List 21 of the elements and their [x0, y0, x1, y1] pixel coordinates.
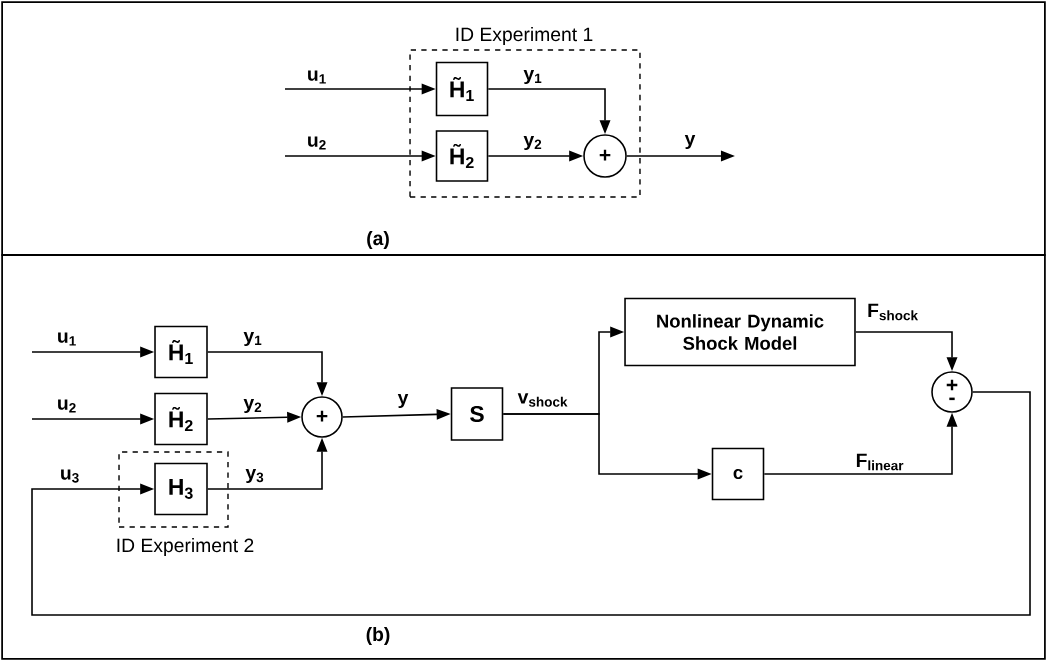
block-box: H$_{3}$: [154, 462, 208, 516]
summing-junction: +: [583, 134, 627, 178]
edge-label: v$_{shock}$: [516, 392, 570, 408]
node-label: ID Experiment 1: [456, 26, 593, 45]
edge-label: y$_{2}$: [242, 398, 264, 414]
block-box: H̃$_{2}$: [435, 130, 489, 182]
block-box: c: [711, 447, 765, 501]
block-box: H̃$_{1}$: [435, 61, 489, 117]
block-box: H̃$_{1}$: [154, 325, 208, 379]
block-box: Nonlinear Dynamic Shock Model: [624, 297, 856, 367]
edge-label: y$_{1}$: [522, 69, 544, 85]
node-label: ID Experiment 2: [117, 537, 254, 556]
signal-arrow: [31, 391, 1031, 616]
block-box: H̃$_{2}$: [154, 392, 208, 446]
summing-junction: + -: [931, 371, 973, 413]
edge-label: y$_{1}$: [242, 331, 264, 347]
edge-label: u$_{3}$: [59, 468, 81, 484]
edge-label: y$_{3}$: [244, 468, 266, 484]
block-box: S: [450, 387, 504, 441]
summing-junction: +: [301, 396, 343, 438]
edge-label: y$_{2}$: [522, 135, 544, 151]
